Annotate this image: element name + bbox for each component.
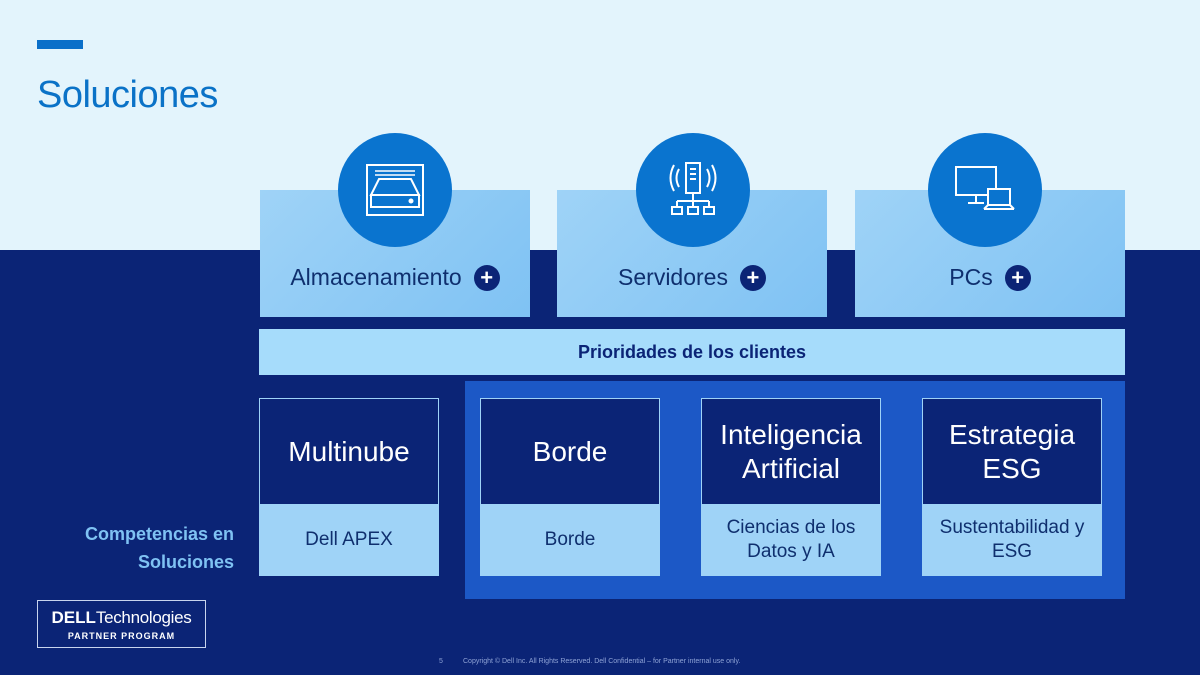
- customer-priorities-bar: Prioridades de los clientes: [259, 329, 1125, 375]
- title-accent-bar: [37, 40, 83, 49]
- product-label: Almacenamiento: [290, 264, 462, 290]
- competency-title: Borde: [481, 399, 659, 504]
- expand-plus-icon[interactable]: +: [1004, 264, 1031, 291]
- expand-plus-icon[interactable]: +: [473, 264, 500, 291]
- desktop-laptop-icon: [928, 133, 1042, 247]
- competency-card-multicloud[interactable]: Multinube Dell APEX: [259, 398, 439, 576]
- competency-card-edge[interactable]: Borde Borde: [480, 398, 660, 576]
- server-tower-icon: [636, 133, 750, 247]
- competency-subtitle: Dell APEX: [260, 504, 438, 575]
- expand-plus-icon[interactable]: +: [739, 264, 766, 291]
- competency-title: Multinube: [260, 399, 438, 504]
- product-label: PCs: [949, 264, 993, 290]
- page-title: Soluciones: [37, 74, 218, 116]
- competency-subtitle: Borde: [481, 504, 659, 575]
- dell-technologies-logo: DELLTechnologies PARTNER PROGRAM: [37, 600, 206, 648]
- copyright-text: Copyright © Dell Inc. All Rights Reserve…: [463, 658, 741, 665]
- page-number: 5: [439, 658, 443, 665]
- storage-drive-icon: [338, 133, 452, 247]
- product-label: Servidores: [618, 264, 728, 290]
